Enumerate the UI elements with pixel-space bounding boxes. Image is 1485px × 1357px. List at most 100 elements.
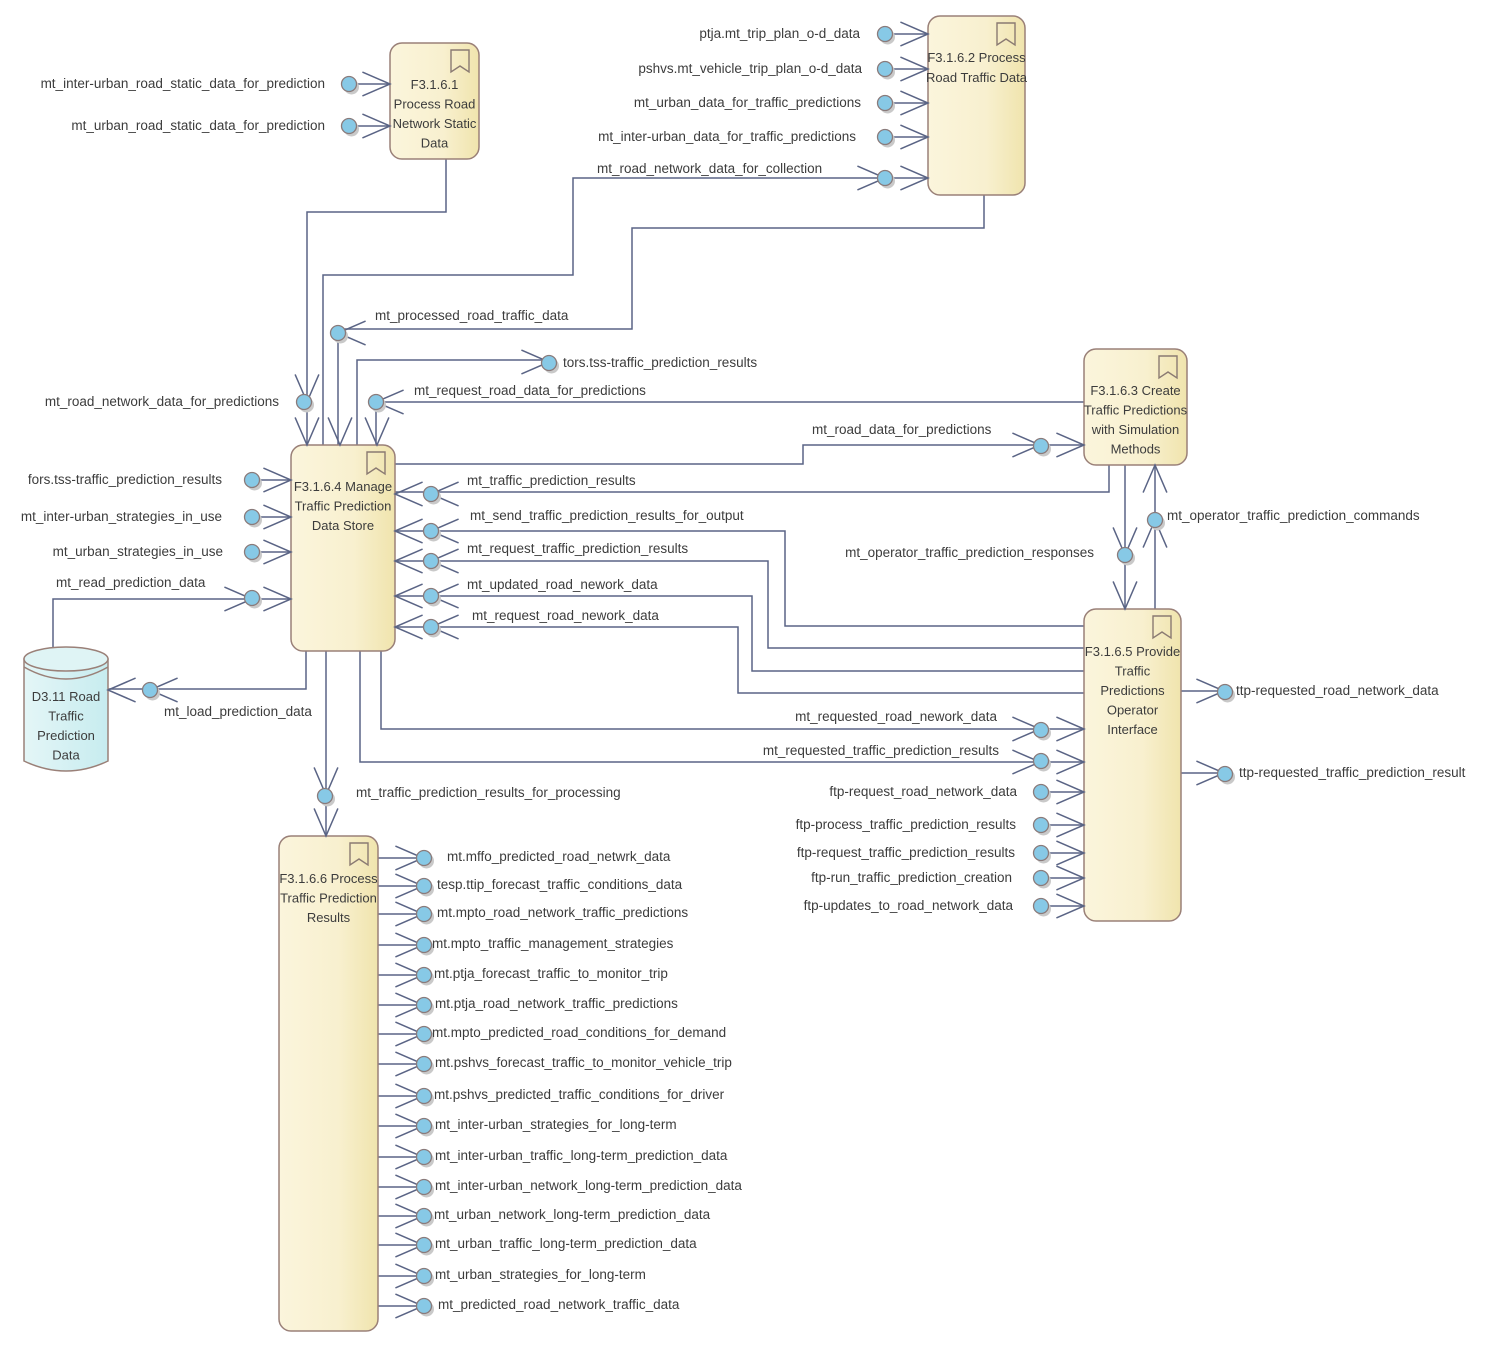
port-circle-icon[interactable] [1032,437,1050,455]
port-circle-icon[interactable] [422,485,440,503]
flow-port[interactable] [1216,765,1236,785]
flow-port[interactable] [415,996,435,1016]
process-box[interactable] [290,444,396,652]
flow-port[interactable] [415,1055,435,1075]
port-circle-icon[interactable] [415,1207,433,1225]
flow-port[interactable] [422,618,442,638]
port-circle-icon[interactable] [876,169,894,187]
port-circle-icon[interactable] [415,877,433,895]
port-circle-icon[interactable] [316,787,334,805]
flow-port[interactable] [540,354,560,374]
process-box[interactable] [927,15,1026,196]
flow-port[interactable] [415,966,435,986]
port-circle-icon[interactable] [340,75,358,93]
port-circle-icon[interactable] [1032,783,1050,801]
process-box[interactable] [389,42,480,160]
port-circle-icon[interactable] [415,1087,433,1105]
port-circle-icon[interactable] [876,94,894,112]
port-circle-icon[interactable] [415,1055,433,1073]
port-circle-icon[interactable] [1032,816,1050,834]
flow-port[interactable] [1032,437,1052,457]
flow-port[interactable] [876,128,896,148]
port-circle-icon[interactable] [415,1148,433,1166]
port-circle-icon[interactable] [243,589,261,607]
port-circle-icon[interactable] [340,117,358,135]
port-circle-icon[interactable] [1146,511,1164,529]
port-circle-icon[interactable] [295,393,313,411]
flow-port[interactable] [422,485,442,505]
flow-port[interactable] [295,393,315,413]
flow-port[interactable] [141,681,161,701]
port-circle-icon[interactable] [415,1267,433,1285]
process-box[interactable] [278,835,379,1332]
flow-port[interactable] [876,25,896,45]
flow-port[interactable] [1032,869,1052,889]
flow-port[interactable] [415,1297,435,1317]
port-circle-icon[interactable] [1216,683,1234,701]
port-circle-icon[interactable] [1032,869,1050,887]
flow-port[interactable] [1032,816,1052,836]
flow-port[interactable] [243,471,263,491]
port-circle-icon[interactable] [141,681,159,699]
flow-port[interactable] [415,1117,435,1137]
flow-port[interactable] [422,552,442,572]
flow-port[interactable] [415,1148,435,1168]
port-circle-icon[interactable] [415,996,433,1014]
flow-port[interactable] [243,589,263,609]
flow-port[interactable] [1032,752,1052,772]
port-circle-icon[interactable] [415,849,433,867]
port-circle-icon[interactable] [1032,721,1050,739]
flow-port[interactable] [415,849,435,869]
flow-port[interactable] [1146,511,1166,531]
flow-port[interactable] [367,393,387,413]
flow-port[interactable] [1032,721,1052,741]
flow-port[interactable] [340,75,360,95]
port-circle-icon[interactable] [415,936,433,954]
port-circle-icon[interactable] [415,1297,433,1315]
cylinder-body[interactable] [23,658,109,772]
process-f3-1-6-5[interactable]: F3.1.6.5 ProvideTrafficPredictionsOperat… [1083,608,1182,922]
flow-port[interactable] [415,877,435,897]
port-circle-icon[interactable] [415,905,433,923]
port-circle-icon[interactable] [1216,765,1234,783]
flow-port[interactable] [1032,844,1052,864]
flow-port[interactable] [243,508,263,528]
port-circle-icon[interactable] [1032,752,1050,770]
flow-port[interactable] [415,1236,435,1256]
flow-port[interactable] [876,60,896,80]
port-circle-icon[interactable] [367,393,385,411]
flow-port[interactable] [415,905,435,925]
port-circle-icon[interactable] [415,1178,433,1196]
port-circle-icon[interactable] [243,543,261,561]
port-circle-icon[interactable] [415,1025,433,1043]
flow-port[interactable] [876,169,896,189]
port-circle-icon[interactable] [422,522,440,540]
port-circle-icon[interactable] [1032,897,1050,915]
flow-port[interactable] [1032,897,1052,917]
flow-port[interactable] [1216,683,1236,703]
flow-port[interactable] [422,587,442,607]
port-circle-icon[interactable] [243,471,261,489]
flow-port[interactable] [340,117,360,137]
process-box[interactable] [1083,348,1188,466]
flow-port[interactable] [329,324,349,344]
port-circle-icon[interactable] [415,1117,433,1135]
port-circle-icon[interactable] [540,354,558,372]
port-circle-icon[interactable] [876,25,894,43]
port-circle-icon[interactable] [415,1236,433,1254]
process-box[interactable] [1083,608,1182,922]
flow-port[interactable] [876,94,896,114]
port-circle-icon[interactable] [422,587,440,605]
port-circle-icon[interactable] [1032,844,1050,862]
port-circle-icon[interactable] [422,618,440,636]
flow-port[interactable] [316,787,336,807]
port-circle-icon[interactable] [876,128,894,146]
flow-port[interactable] [415,1087,435,1107]
flow-port[interactable] [415,1207,435,1227]
port-circle-icon[interactable] [243,508,261,526]
